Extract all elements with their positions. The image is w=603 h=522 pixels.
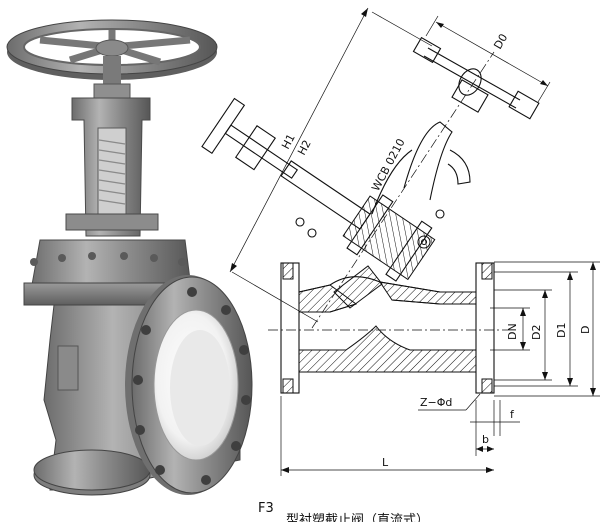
caption: F3 型衬塑截止阀（直流式）	[258, 501, 429, 522]
label-f: f	[510, 408, 515, 421]
label-dn: DN	[506, 323, 519, 340]
label-z-phi-d: Z−Φd	[420, 396, 452, 409]
label-h1: H1	[279, 132, 298, 152]
caption-text: 型衬塑截止阀（直流式）	[286, 513, 429, 522]
label-d: D	[579, 326, 592, 334]
section-drawing: D0 H1 H2 WCB 0210 DN D2 D1 D	[201, 7, 600, 476]
label-b: b	[482, 433, 489, 446]
caption-superscript: F3	[258, 501, 274, 516]
label-d1: D1	[555, 323, 568, 338]
label-l: L	[382, 456, 389, 469]
valve-photo	[6, 19, 253, 496]
handwheel	[6, 19, 218, 80]
label-d2: D2	[530, 325, 543, 340]
label-h2: H2	[295, 138, 314, 158]
label-d0: D0	[491, 32, 510, 52]
label-material: WCB 0210	[369, 136, 408, 193]
